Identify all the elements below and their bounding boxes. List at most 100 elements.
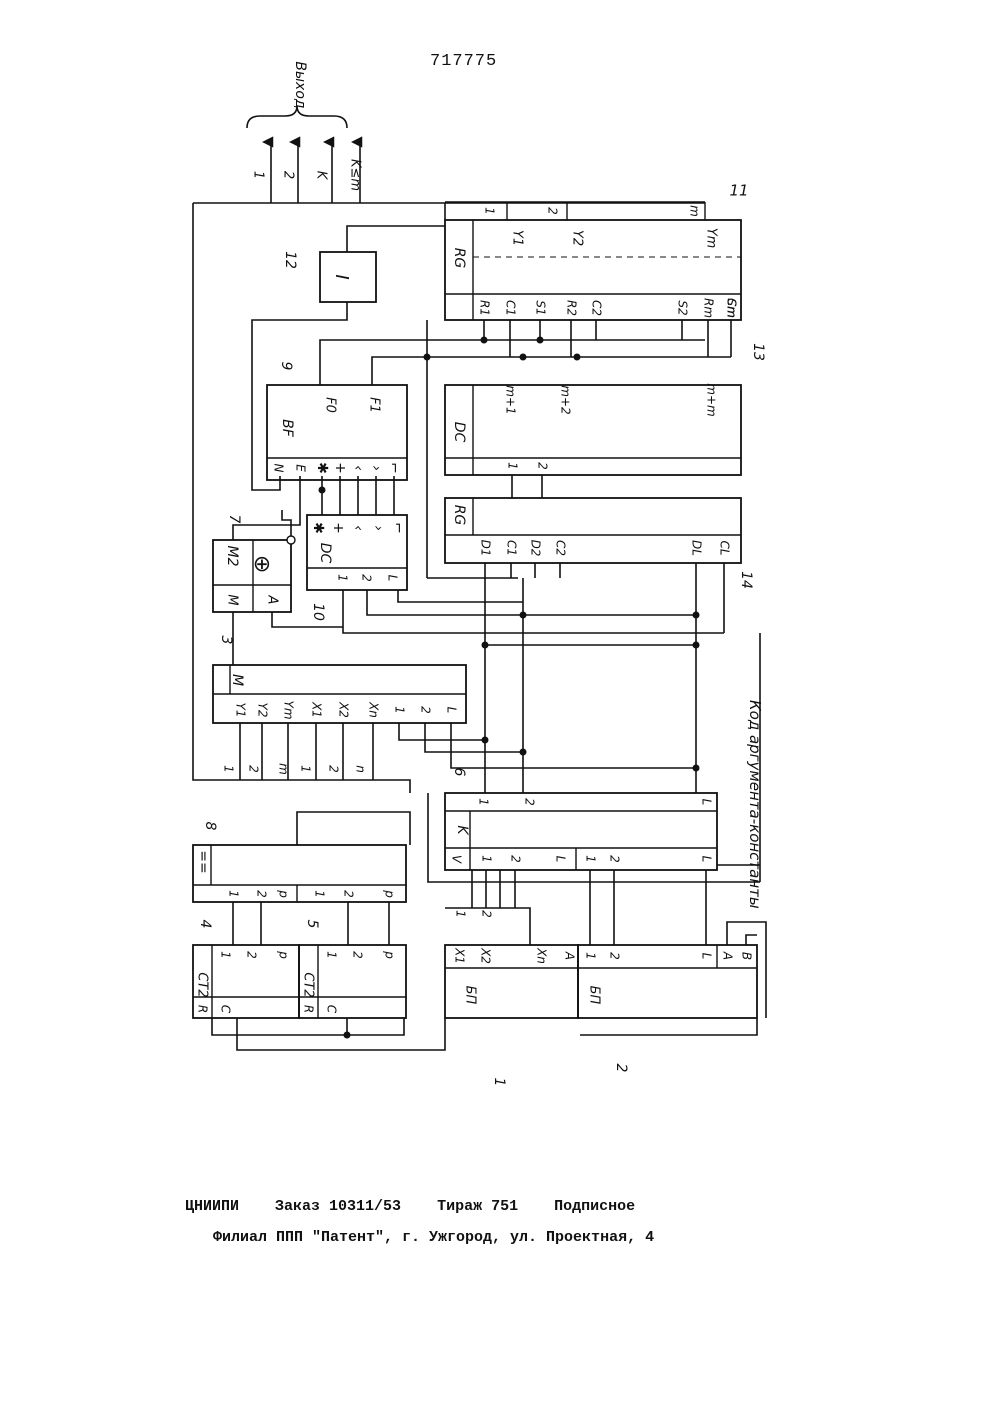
pin-label: Ym [282, 700, 296, 719]
wire [451, 723, 696, 768]
wires [193, 106, 766, 1050]
pin-label: 2 [509, 855, 523, 863]
wire [212, 1018, 404, 1035]
pin-label: 2 [608, 952, 622, 960]
pin-label: R2 [565, 300, 579, 316]
pin-label: L [700, 856, 714, 863]
wire [425, 723, 523, 752]
block-12-name: I [331, 274, 352, 279]
wire [297, 812, 410, 845]
pin-label: 2 [360, 574, 374, 582]
junction-dot [520, 354, 527, 361]
bus-label: 1 [222, 765, 236, 773]
pin-label: Y1 [510, 230, 525, 246]
block-11-name: RG [451, 248, 467, 269]
bus-label: 1 [299, 765, 313, 773]
output-line-label: 1 [251, 171, 266, 179]
xor-symbol: ⊕ [253, 552, 271, 577]
pin-label: m+m [705, 383, 719, 416]
pin-label: M [225, 594, 240, 605]
pin-label: 1 [325, 951, 339, 959]
junction-dot [693, 612, 700, 619]
junction-dot [693, 765, 700, 772]
pin-label: 2 [546, 207, 560, 215]
block-4-name: CT2 [195, 972, 210, 997]
pin-label: A [721, 951, 735, 960]
block-3-id: 3 [218, 636, 234, 645]
block-5-id: 5 [304, 920, 320, 929]
bus-label: 2 [480, 910, 494, 918]
pin-label: L [386, 575, 400, 582]
pin-label: V [450, 855, 464, 864]
pin-label: 2 [342, 890, 356, 898]
pin-label: L [554, 856, 568, 863]
pin-label: 1 [393, 706, 407, 714]
pin-label: Rm [702, 298, 716, 318]
pin-label: Y2 [570, 230, 585, 246]
pin-label: R [196, 1005, 210, 1013]
pin-label: F1 [367, 397, 382, 413]
pin-label: p [383, 889, 397, 898]
pin-label: p [383, 950, 397, 959]
junction-dot [574, 354, 581, 361]
block-13 [445, 385, 741, 475]
wire [320, 340, 705, 385]
pin-label: L [445, 707, 459, 714]
footer-subscription: Подписное [554, 1198, 635, 1215]
junction-dot [520, 749, 527, 756]
wire [372, 357, 731, 385]
wire [398, 590, 523, 602]
output-line-label: 2 [281, 171, 296, 179]
junction-dot [481, 337, 488, 344]
block-10-id: 10 [310, 603, 326, 621]
pin-label: C1 [504, 300, 518, 316]
block-3-name: M [229, 674, 245, 686]
block-14-name: RG [451, 505, 467, 526]
pin-label: S2 [676, 300, 690, 315]
junction-dot [482, 737, 489, 744]
block-8-id: 8 [202, 822, 218, 831]
block-8 [193, 845, 406, 902]
pin-label: p [277, 889, 291, 898]
block-11-id: 11 [729, 182, 748, 200]
pin-label: 2 [245, 951, 259, 959]
pin-label: C2 [590, 300, 604, 316]
pin-label: Y2 [256, 703, 270, 718]
pin-label: B [740, 952, 754, 960]
wire [746, 935, 757, 945]
pin-label: ✱ [314, 462, 330, 474]
bus-label: 2 [327, 765, 341, 773]
pin-label: S1 [534, 300, 548, 315]
block-2-id: 2 [613, 1064, 629, 1073]
pin-label: C2 [554, 540, 568, 556]
bus-label: m [277, 763, 291, 775]
pin-label: 1 [480, 855, 494, 863]
pin-label: 1 [506, 462, 520, 470]
pin-label: 2 [536, 462, 550, 470]
pin-label: DL [690, 540, 704, 556]
pin-label: L [700, 953, 714, 960]
block-10-name: DC [317, 543, 333, 564]
block-1-name: БП [463, 986, 478, 1005]
pin-label: 1 [227, 890, 241, 898]
pin-label: ✱ [310, 522, 326, 534]
pin-label: ⌐ [390, 522, 406, 534]
inversion-bubble [287, 536, 295, 544]
pin-label: 2 [608, 855, 622, 863]
block-12-id: 12 [282, 251, 298, 269]
pin-label: ⌐ [386, 462, 402, 474]
block-7-name: M2 [224, 546, 240, 567]
pin-label: 1 [483, 207, 497, 215]
output-label: Выход [292, 61, 308, 108]
pin-label: A [265, 595, 280, 605]
pin-label: Xn [367, 701, 381, 718]
block-8-name: == [195, 850, 211, 873]
pin-label: 2 [351, 951, 365, 959]
pin-label: 1 [219, 951, 233, 959]
pin-label: ‹ [350, 465, 366, 471]
block-6-name: K [454, 825, 470, 836]
block-2-name: БП [587, 986, 602, 1005]
pin-label: + [332, 462, 348, 474]
pin-label: 2 [419, 706, 433, 714]
junction-dot [537, 337, 544, 344]
